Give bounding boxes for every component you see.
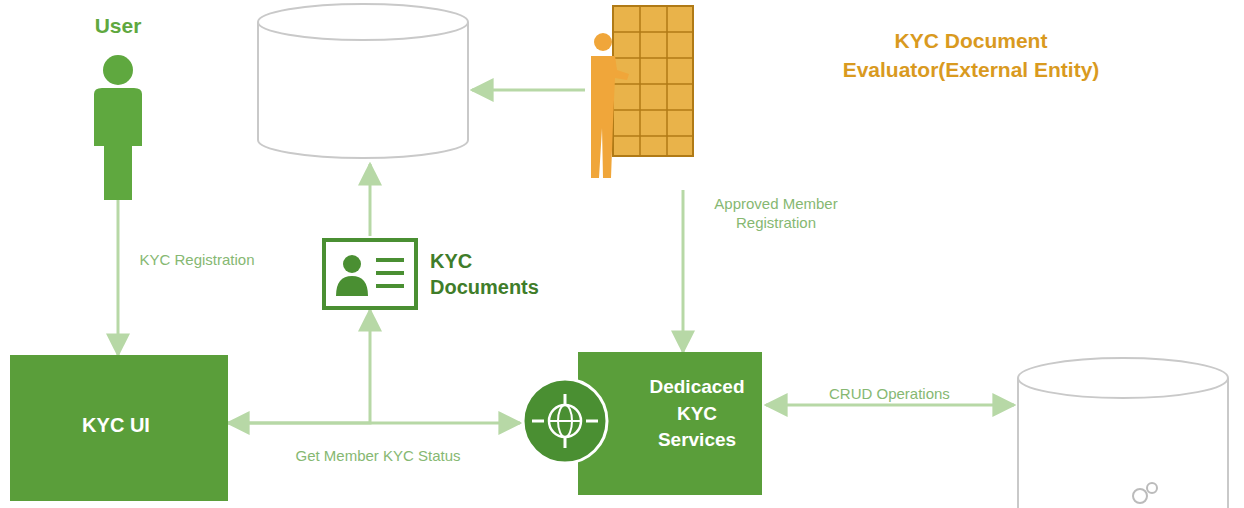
edge-label: Approved Member Registration bbox=[698, 194, 854, 234]
edge-label: KYC Registration bbox=[124, 250, 270, 271]
node-label: KYC UI bbox=[10, 355, 222, 495]
process-box: KYC UI bbox=[10, 355, 228, 501]
node-label: User bbox=[70, 14, 166, 38]
flow-label: CRUD Operations bbox=[826, 384, 953, 403]
connector bbox=[117, 198, 120, 355]
node-label: KYC Document Evaluator(External Entity) bbox=[821, 26, 1121, 85]
external-entity: KYC Document Evaluator(External Entity) bbox=[585, 2, 1125, 190]
database-cylinder bbox=[1018, 358, 1228, 508]
connector bbox=[682, 190, 685, 352]
node-label: KYC Documents bbox=[430, 248, 535, 300]
node-label: Dedicaced KYC Services bbox=[636, 374, 758, 454]
edge-label: Get Member KYC Status bbox=[255, 446, 501, 467]
globe-icon bbox=[520, 376, 610, 466]
evaluator-illustration bbox=[585, 2, 697, 188]
user-actor: User bbox=[70, 14, 172, 198]
flow-arrow bbox=[369, 164, 372, 236]
flow-arrow bbox=[472, 89, 585, 92]
connector bbox=[228, 310, 370, 423]
flow-arrow bbox=[766, 404, 1014, 407]
document-icon: KYC Documents bbox=[322, 238, 541, 310]
person-icon bbox=[88, 50, 148, 200]
database-cylinder bbox=[258, 4, 468, 158]
service-box: Dedicaced KYC Services bbox=[520, 352, 762, 495]
id-card-icon bbox=[322, 238, 418, 310]
